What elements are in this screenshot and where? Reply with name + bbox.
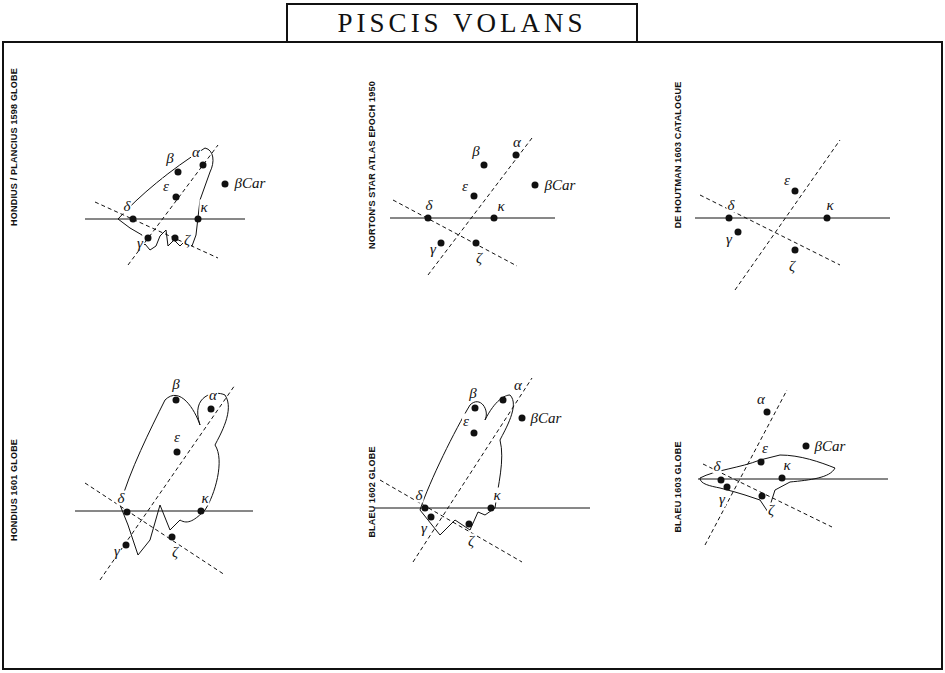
star-label: δ: [117, 491, 126, 506]
panel-source-label: HONDIUS 1601 GLOBE: [10, 439, 19, 541]
star-label: α: [208, 388, 218, 403]
star-label: κ: [496, 199, 505, 214]
star-label: β: [468, 386, 477, 401]
panel-source-label: HONDIUS / PLANCIUS 1598 GLOBE: [10, 68, 19, 226]
constellation-figure: [118, 148, 835, 555]
star-label: γ: [718, 492, 726, 507]
frame: [3, 42, 942, 669]
star-label: β: [165, 151, 174, 166]
star-label: κ: [199, 200, 208, 215]
star-label: ε: [162, 179, 170, 194]
star-label: α: [512, 135, 522, 150]
star-label: δ: [713, 459, 722, 474]
star-label: ζ: [475, 251, 483, 266]
star-label: δ: [123, 199, 132, 214]
star-dots: [123, 152, 831, 549]
panel-source-label: NORTON'S STAR ATLAS EPOCH 1950: [368, 81, 377, 249]
star-label: βCar: [814, 439, 847, 454]
star-label: γ: [113, 544, 121, 559]
star-label: ε: [783, 173, 791, 188]
reference-lines: [75, 138, 890, 580]
panel-source-label: DE HOUTMAN 1603 CATALOGUE: [674, 82, 683, 229]
star-label: ζ: [767, 503, 775, 518]
star-label: ε: [173, 430, 181, 445]
star-label: δ: [727, 198, 736, 213]
star-label: ε: [761, 441, 769, 456]
star-label: κ: [825, 198, 834, 213]
star-label: ε: [462, 414, 470, 429]
star-label: γ: [420, 521, 428, 536]
chart-title: PISCIS VOLANS: [338, 10, 587, 37]
star-label: ζ: [467, 534, 475, 549]
star-label: ε: [461, 179, 469, 194]
star-label: βCar: [234, 176, 267, 191]
star-label: κ: [492, 488, 501, 503]
star-label: γ: [725, 232, 733, 247]
star-label: βCar: [530, 411, 563, 426]
star-label: α: [513, 378, 523, 393]
star-label: κ: [200, 491, 209, 506]
star-label: γ: [429, 242, 437, 257]
star-label: ζ: [183, 233, 191, 248]
star-label: κ: [782, 458, 791, 473]
star-label: δ: [425, 198, 434, 213]
star-label: δ: [415, 488, 424, 503]
star-label: ζ: [171, 545, 179, 560]
star-label: β: [171, 377, 180, 392]
star-label: α: [756, 392, 766, 407]
star-label: β: [471, 144, 480, 159]
star-label: γ: [136, 236, 144, 251]
star-label: α: [191, 145, 201, 160]
panel-source-label: BLAEU 1602 GLOBE: [368, 446, 377, 537]
title-tab: [287, 4, 637, 42]
panel-source-label: BLAEU 1603 GLOBE: [674, 441, 683, 532]
star-label: ζ: [788, 259, 796, 274]
star-label: βCar: [544, 178, 577, 193]
